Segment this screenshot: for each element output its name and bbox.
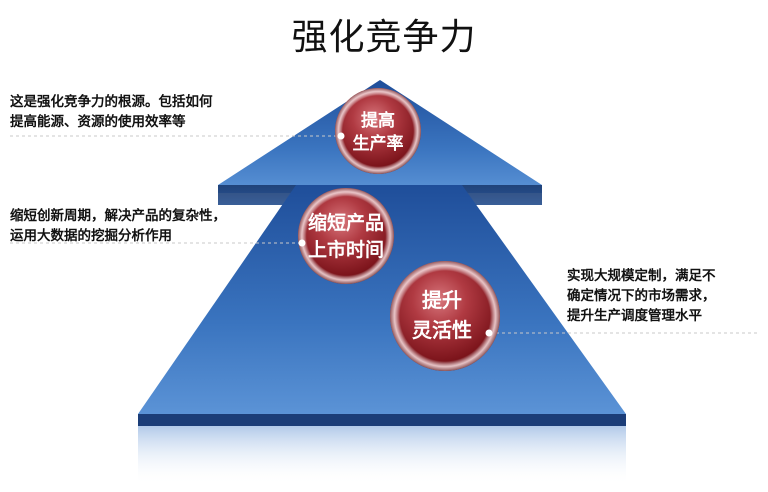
note-line: 提高能源、资源的使用效率等	[10, 114, 186, 130]
connector-dot	[298, 239, 306, 247]
note-line: 这是强化竞争力的根源。包括如何	[10, 94, 213, 110]
circle-label-line2: 生产率	[353, 133, 404, 154]
page-title: 强化竞争力	[291, 17, 477, 58]
circle-label-line1: 提升	[422, 288, 462, 312]
note-line: 提升生产调度管理水平	[567, 308, 702, 324]
circle-productivity: 提高 生产率	[335, 88, 421, 174]
circle-label-line1: 缩短产品	[308, 211, 384, 234]
connector-dot	[485, 329, 493, 337]
circle-time-to-market: 缩短产品 上市时间	[298, 188, 394, 284]
note-line: 缩短创新周期，解决产品的复杂性，	[10, 208, 226, 224]
note-flexibility: 实现大规模定制，满足不 确定情况下的市场需求， 提升生产调度管理水平	[567, 266, 716, 326]
connector-dot	[337, 132, 345, 140]
circle-flexibility: 提升 灵活性	[390, 261, 500, 371]
note-time-to-market: 缩短创新周期，解决产品的复杂性， 运用大数据的挖掘分析作用	[10, 206, 226, 246]
circle-label-line2: 灵活性	[412, 318, 472, 342]
note-line: 确定情况下的市场需求，	[567, 288, 716, 304]
arrow-reflection	[138, 425, 626, 485]
circle-label-line2: 上市时间	[308, 238, 384, 261]
circle-label-line1: 提高	[361, 110, 395, 131]
note-line: 运用大数据的挖掘分析作用	[10, 228, 172, 244]
note-productivity: 这是强化竞争力的根源。包括如何 提高能源、资源的使用效率等	[10, 92, 213, 132]
note-line: 实现大规模定制，满足不	[567, 268, 716, 284]
